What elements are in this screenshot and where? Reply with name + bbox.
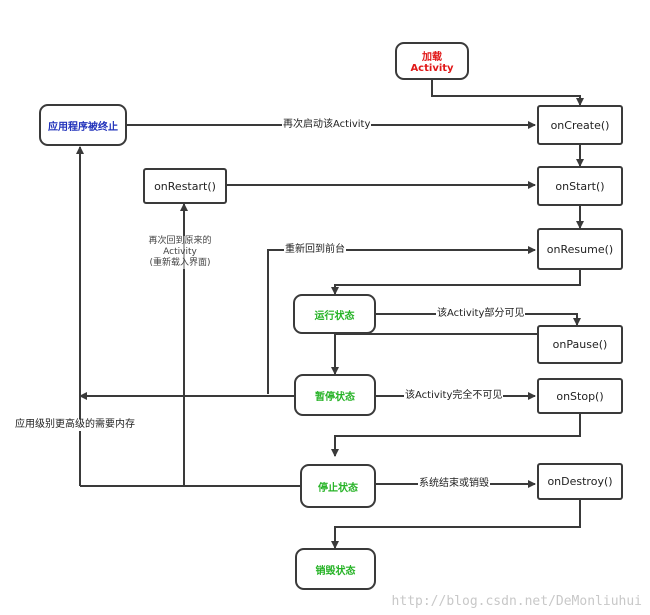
- edge-resume-to-running: [331, 270, 581, 295]
- on-create-node: onCreate(): [537, 105, 623, 145]
- watermark: http://blog.csdn.net/DeMonliuhui: [391, 594, 642, 609]
- on-start-node: onStart(): [537, 166, 623, 206]
- running-state-node: 运行状态: [293, 294, 376, 334]
- stopped-state-node: 停止状态: [300, 464, 376, 508]
- on-resume-node: onResume(): [537, 228, 623, 270]
- label-higher-priority-memory: 应用级别更高级的需要内存: [14, 419, 136, 431]
- on-restart-node: onRestart(): [143, 168, 227, 204]
- edge-load-to-create: [431, 80, 584, 106]
- paused-state-node: 暂停状态: [294, 374, 376, 416]
- label-fully-invisible: 该Activity完全不可见: [404, 390, 504, 402]
- label-partially-visible: 该Activity部分可见: [436, 308, 526, 320]
- on-stop-node: onStop(): [537, 378, 623, 414]
- on-pause-node: onPause(): [537, 325, 623, 364]
- label-system-destroy: 系统结束或销毁: [418, 478, 490, 490]
- load-activity-node: 加载 Activity: [395, 42, 469, 80]
- app-terminated-node: 应用程序被终止: [39, 104, 127, 146]
- edge-destroy-to-destroyed: [331, 500, 581, 549]
- label-restart-activity: 再次启动该Activity: [282, 119, 372, 131]
- label-back-foreground: 重新回到前台: [284, 244, 346, 256]
- edge-paused-to-resume: [267, 246, 536, 394]
- destroyed-state-node: 销毁状态: [295, 548, 376, 590]
- edge-stop-to-stopped: [331, 414, 581, 457]
- label-restart-note: 再次回到原来的 Activity (重新载入界面): [128, 236, 232, 269]
- on-destroy-node: onDestroy(): [537, 463, 623, 500]
